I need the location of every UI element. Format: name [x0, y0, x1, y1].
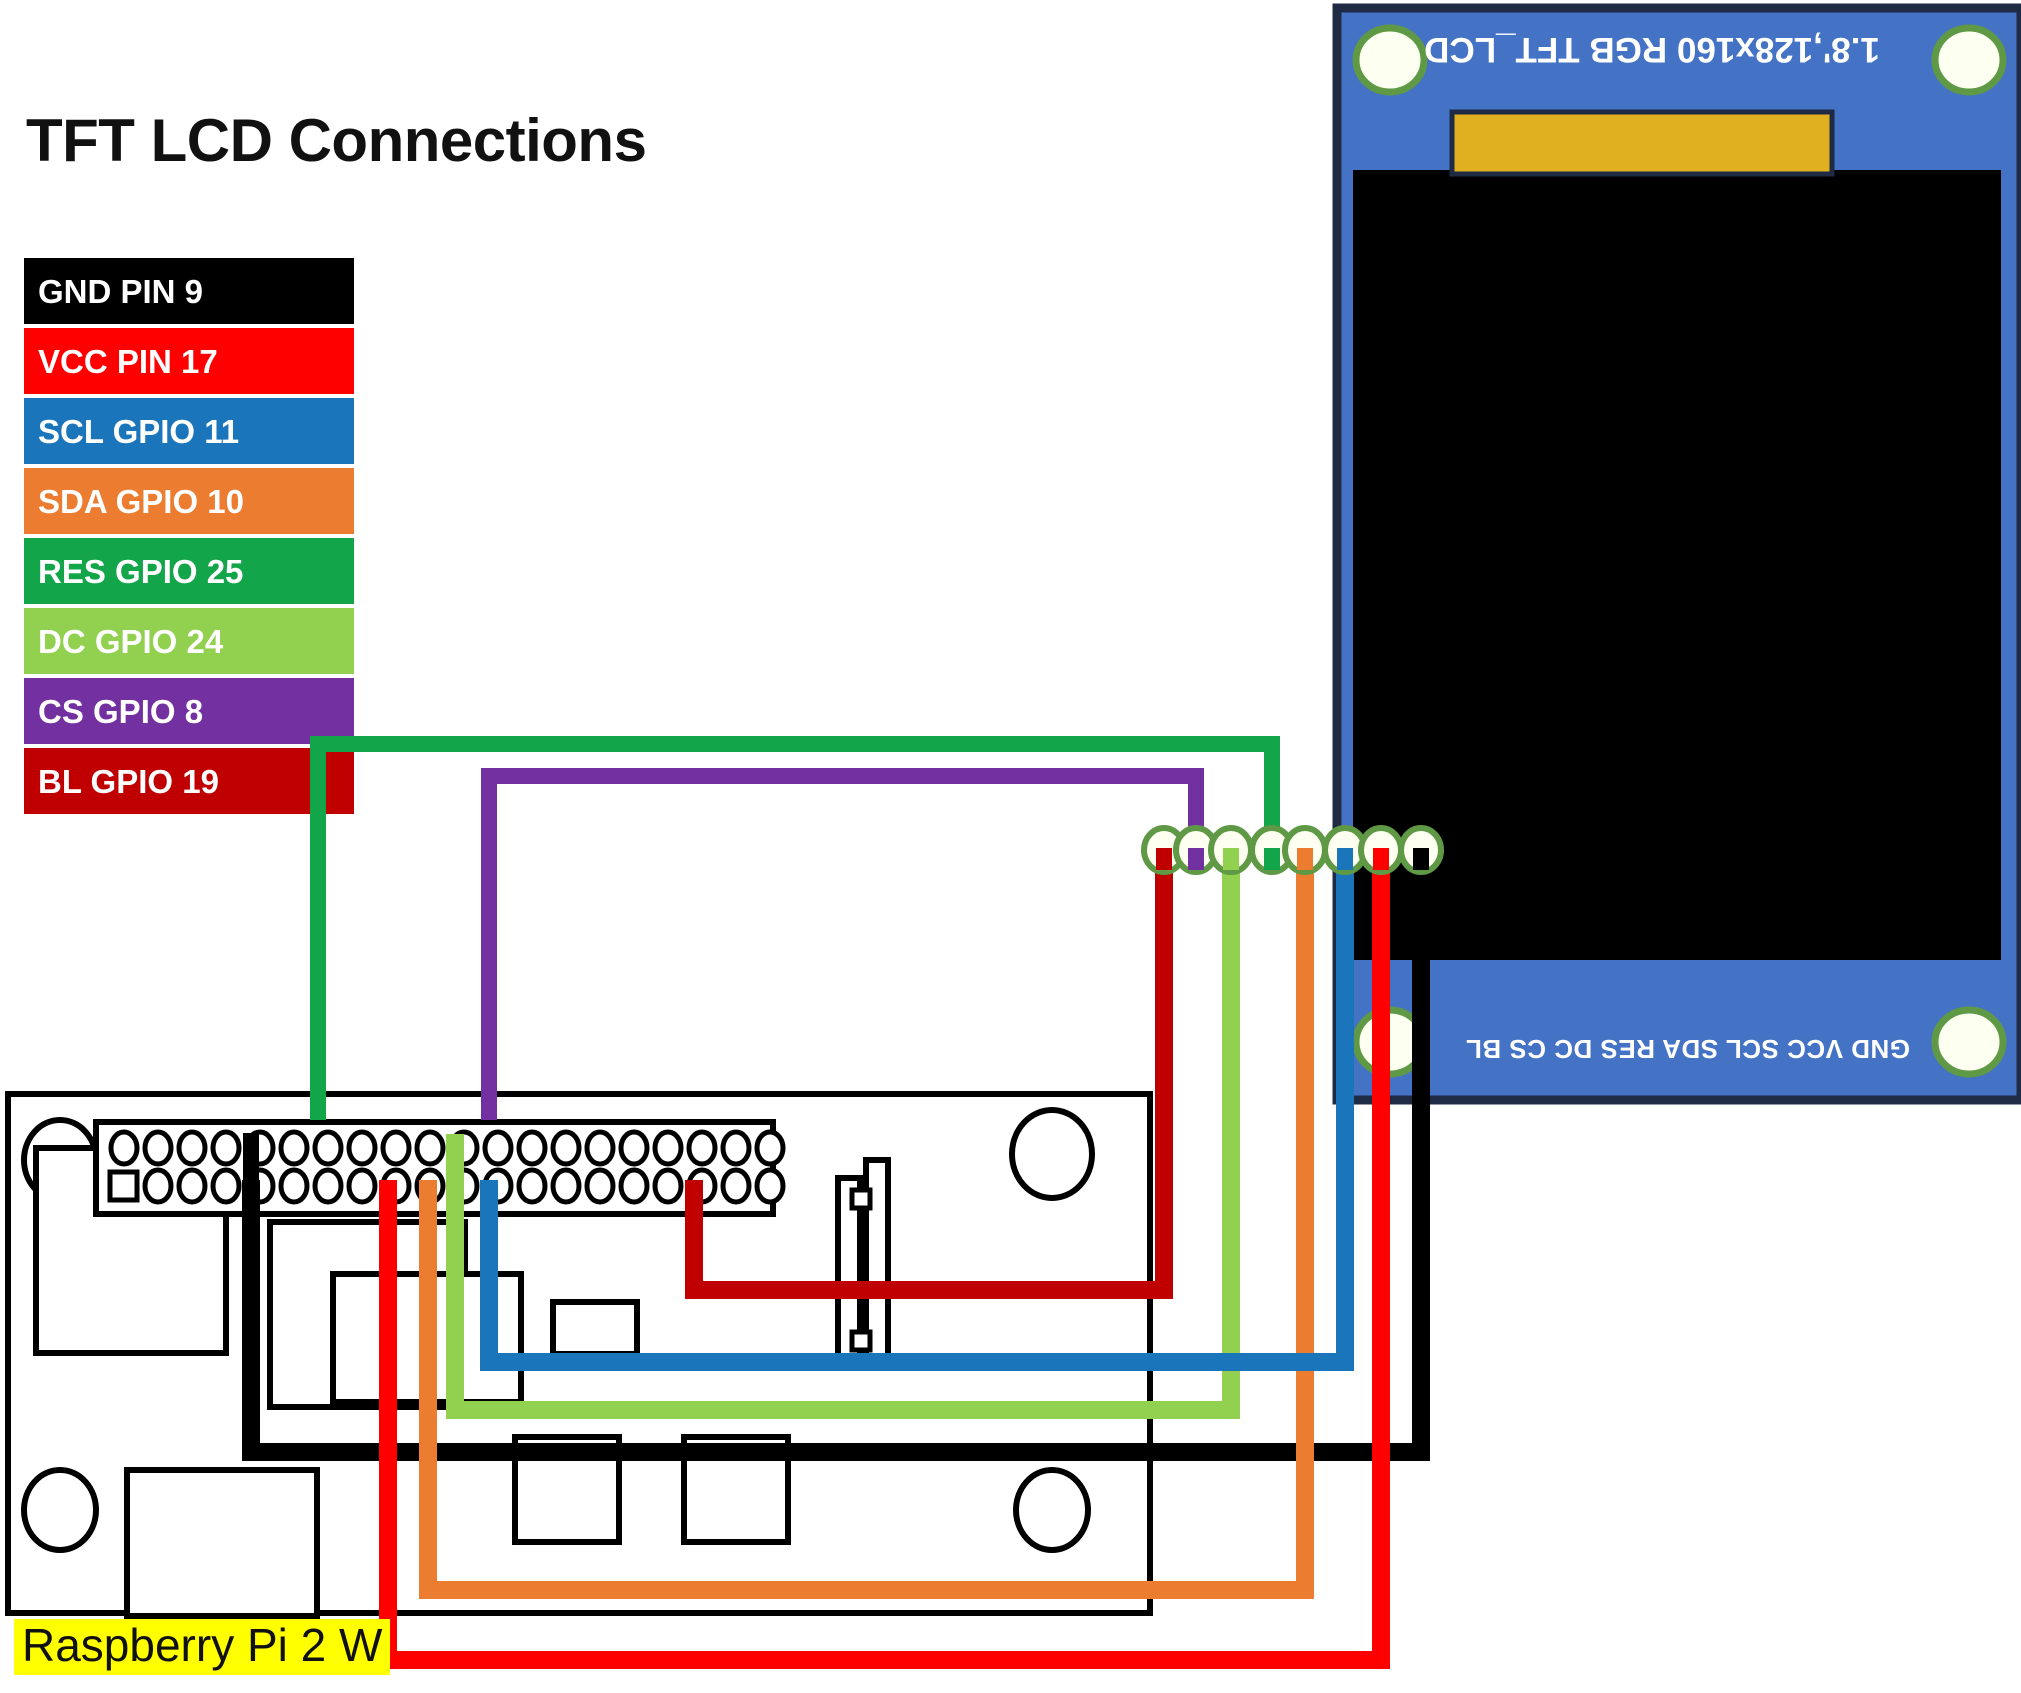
pi-gpio-pin-hole — [754, 1129, 786, 1167]
lcd-mount-hole-bottom-right — [1931, 1006, 2007, 1078]
legend-item-bl: BL GPIO 19 — [24, 748, 354, 814]
sda-wire — [419, 860, 1314, 1599]
pi-connector-notch-top — [849, 1187, 873, 1211]
legend-label-cs: CS GPIO 8 — [38, 692, 204, 730]
pi-gpio-pin-hole — [380, 1129, 412, 1167]
legend-label-vcc: VCC PIN 17 — [38, 342, 218, 380]
legend-item-sda: SDA GPIO 10 — [24, 468, 354, 534]
legend-item-vcc: VCC PIN 17 — [24, 328, 354, 394]
lcd-pad-tip-gnd — [1413, 848, 1429, 870]
lcd-pin-label-row: GND VCC SCL SDA RES DC CS BL — [1465, 1034, 1911, 1064]
pi-gpio-pin-hole — [278, 1167, 310, 1205]
lcd-board-title: 1.8',128x160 RGB TFT_LCD — [1424, 30, 1880, 69]
pi-gpio-pin-hole — [142, 1129, 174, 1167]
pi-gpio-pin-hole — [618, 1167, 650, 1205]
legend-label-scl: SCL GPIO 11 — [38, 412, 240, 450]
lcd-pad-tip-vcc — [1373, 848, 1389, 870]
lcd-pad-tip-bl — [1156, 848, 1172, 870]
pi-gpio-pin-hole — [720, 1129, 752, 1167]
pi-gpio-pin-hole — [312, 1129, 344, 1167]
pi-gpio-pin-hole — [550, 1129, 582, 1167]
pi-gpio-pin-hole — [550, 1167, 582, 1205]
wire-group — [242, 736, 1430, 1669]
bl-wire — [685, 860, 1173, 1299]
tft-lcd-module — [1332, 3, 2021, 1105]
cs-wire — [481, 768, 1204, 1120]
lcd-pad-wire-tips — [1156, 848, 1429, 870]
pi-gpio-pin-hole — [142, 1167, 174, 1205]
res-wire — [310, 736, 1280, 1120]
legend-item-dc: DC GPIO 24 — [24, 608, 354, 674]
pi-gpio-pin-hole — [414, 1129, 446, 1167]
pi-gpio-pin-hole — [652, 1167, 684, 1205]
pi-mount-hole-top-right — [1009, 1107, 1095, 1201]
lcd-mount-hole-top-right — [1931, 24, 2007, 96]
pi-gpio-pin-hole — [618, 1129, 650, 1167]
pi-gpio-pin-hole — [584, 1167, 616, 1205]
pi-gpio-pin-hole — [346, 1129, 378, 1167]
vcc-wire — [379, 860, 1390, 1669]
lcd-screen — [1353, 170, 2001, 960]
lcd-pad-tip-res — [1264, 848, 1280, 870]
connection-legend: GND PIN 9 VCC PIN 17 SCL GPIO 11 SDA GPI… — [24, 258, 354, 818]
pi-mount-hole-bottom-left — [21, 1467, 99, 1553]
legend-item-cs: CS GPIO 8 — [24, 678, 354, 744]
pi-gpio-pin-hole — [176, 1129, 208, 1167]
gnd-wire — [242, 860, 1430, 1461]
pi-gpio-pin-hole — [278, 1129, 310, 1167]
pi-gpio-pin-hole — [346, 1167, 378, 1205]
pi-gpio-pin-hole — [584, 1129, 616, 1167]
lcd-pad-tip-dc — [1223, 848, 1239, 870]
raspberry-pi-board — [5, 1091, 1153, 1619]
pi-gpio-pin-hole — [720, 1167, 752, 1205]
lcd-mount-hole-top-left — [1352, 24, 1428, 96]
pi-gpio-pin-hole — [312, 1167, 344, 1205]
pi-gpio-pin-hole — [176, 1167, 208, 1205]
lcd-flex-connector — [1449, 109, 1835, 177]
pi-gpio-pin-hole — [108, 1129, 140, 1167]
pi-gpio-pin-hole — [754, 1167, 786, 1205]
legend-label-res: RES GPIO 25 — [38, 552, 244, 590]
pi-component-small-1 — [550, 1299, 640, 1357]
lcd-pad-tip-cs — [1188, 848, 1204, 870]
scl-wire — [480, 860, 1354, 1371]
legend-label-dc: DC GPIO 24 — [38, 622, 224, 660]
pi-mount-hole-bottom-right — [1013, 1467, 1091, 1553]
pi-gpio-pin-hole — [652, 1129, 684, 1167]
lcd-pad-tip-scl — [1337, 848, 1353, 870]
dc-wire — [446, 860, 1240, 1419]
legend-label-sda: SDA GPIO 10 — [38, 482, 245, 520]
pi-gpio-pin-hole — [516, 1167, 548, 1205]
legend-label-bl: BL GPIO 19 — [38, 762, 219, 800]
pi-gpio-pin-hole — [686, 1129, 718, 1167]
pi-gpio-pin-1 — [107, 1169, 140, 1203]
pi-gpio-pin-hole — [516, 1129, 548, 1167]
pi-component-usb — [124, 1467, 320, 1619]
legend-label-gnd: GND PIN 9 — [38, 272, 204, 310]
pi-gpio-pin-hole — [210, 1167, 242, 1205]
pi-connector-notch-bottom — [849, 1329, 873, 1353]
legend-item-gnd: GND PIN 9 — [24, 258, 354, 324]
page-title: TFT LCD Connections — [26, 107, 647, 174]
legend-item-scl: SCL GPIO 11 — [24, 398, 354, 464]
raspberry-pi-label: Raspberry Pi 2 W — [14, 1619, 391, 1676]
pi-gpio-pin-hole — [482, 1129, 514, 1167]
pi-gpio-pin-hole — [210, 1129, 242, 1167]
lcd-pad-tip-sda — [1297, 848, 1313, 870]
legend-item-res: RES GPIO 25 — [24, 538, 354, 604]
